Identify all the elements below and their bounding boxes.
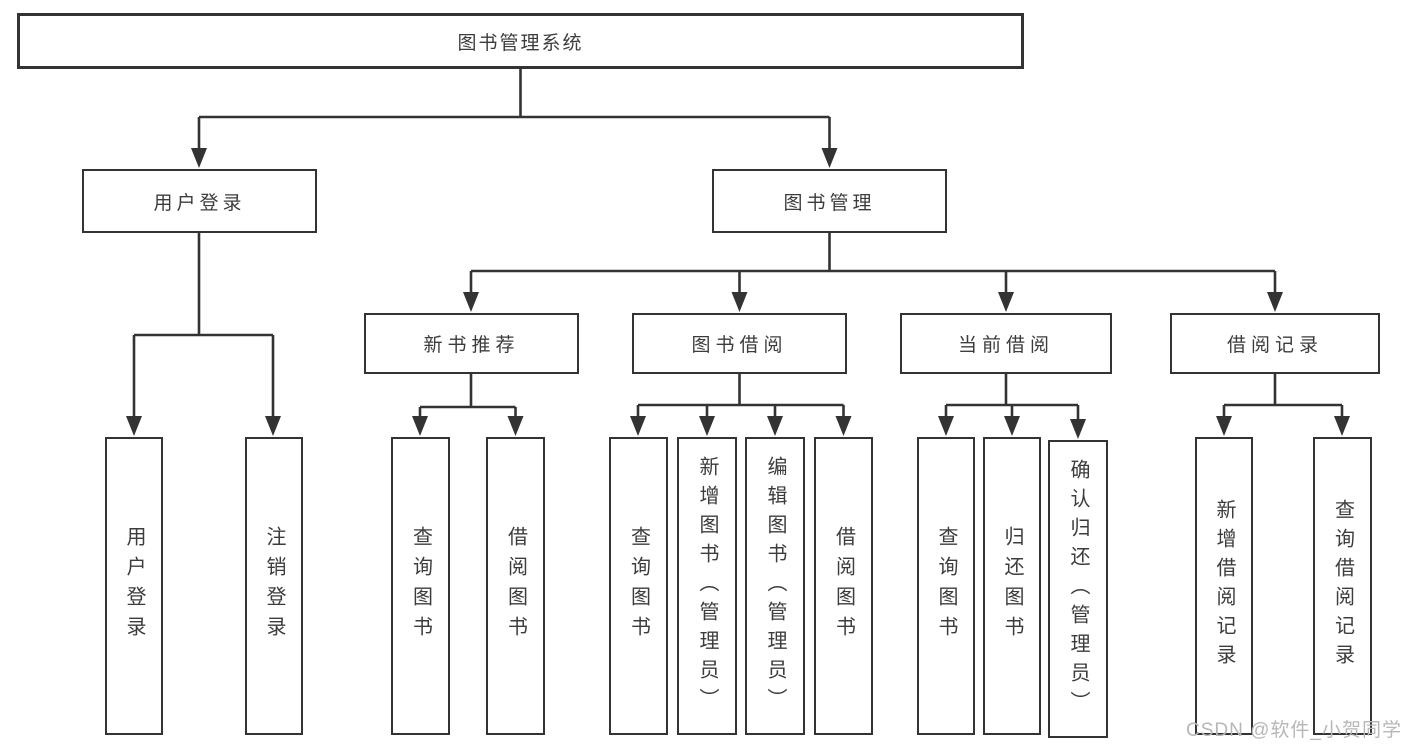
leaf-logout-label: 注销登录 xyxy=(263,526,285,646)
leaf-add-book-admin-label: 新增图书（管理员） xyxy=(696,455,718,717)
node-current-borrowing: 当前借阅 xyxy=(900,313,1112,374)
leaf-logout: 注销登录 xyxy=(245,437,303,735)
node-book-management: 图书管理 xyxy=(712,169,947,233)
leaf-query-borrow-record: 查询借阅记录 xyxy=(1313,437,1372,735)
leaf-borrow-books-1-label: 借阅图书 xyxy=(504,526,527,646)
leaf-borrow-books-2-label: 借阅图书 xyxy=(832,526,855,646)
leaf-user-login: 用户登录 xyxy=(105,437,163,735)
csdn-watermark: CSDN @软件_小贺同学 xyxy=(1186,720,1402,741)
leaf-return-books-label: 归还图书 xyxy=(1001,526,1023,646)
leaf-confirm-return-admin-label: 确认归还（管理员） xyxy=(1067,458,1089,720)
leaf-confirm-return-admin: 确认归还（管理员） xyxy=(1048,440,1108,738)
node-new-book-recommendation: 新书推荐 xyxy=(364,313,579,374)
leaf-query-books-2: 查询图书 xyxy=(609,437,668,735)
leaf-add-book-admin: 新增图书（管理员） xyxy=(677,437,737,735)
leaf-edit-book-admin-label: 编辑图书（管理员） xyxy=(764,455,786,717)
leaf-borrow-books-1: 借阅图书 xyxy=(486,437,545,735)
leaf-borrow-books-2: 借阅图书 xyxy=(814,437,873,735)
leaf-query-borrow-record-label: 查询借阅记录 xyxy=(1331,499,1354,673)
leaf-edit-book-admin: 编辑图书（管理员） xyxy=(745,437,805,735)
leaf-add-borrow-record-label: 新增借阅记录 xyxy=(1213,499,1235,673)
leaf-return-books: 归还图书 xyxy=(983,437,1041,735)
node-book-borrowing: 图书借阅 xyxy=(632,313,847,374)
leaf-query-books-1-label: 查询图书 xyxy=(409,526,432,646)
leaf-add-borrow-record: 新增借阅记录 xyxy=(1195,437,1253,735)
leaf-query-books-3-label: 查询图书 xyxy=(935,526,957,646)
leaf-query-books-1: 查询图书 xyxy=(391,437,450,735)
node-library-management-system: 图书管理系统 xyxy=(17,13,1024,69)
leaf-user-login-label: 用户登录 xyxy=(123,526,145,646)
node-user-login: 用户登录 xyxy=(82,169,317,233)
node-borrowing-records: 借阅记录 xyxy=(1170,313,1380,374)
leaf-query-books-3: 查询图书 xyxy=(917,437,975,735)
leaf-query-books-2-label: 查询图书 xyxy=(627,526,650,646)
